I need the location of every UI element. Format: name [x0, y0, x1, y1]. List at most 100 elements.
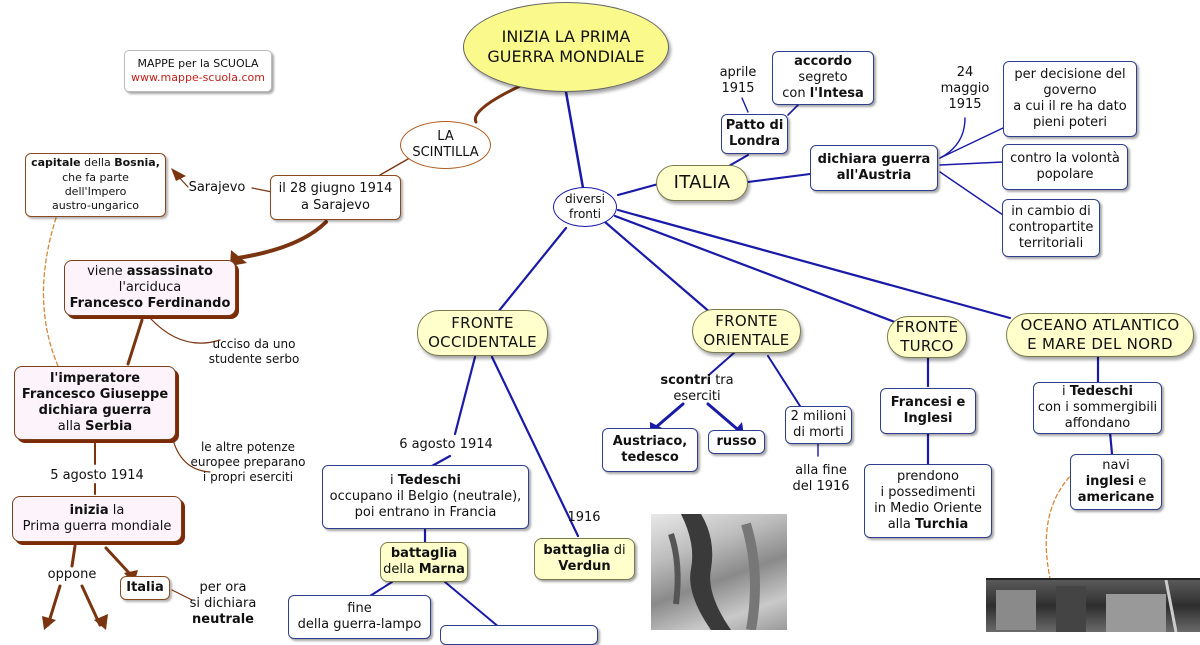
fronte-turco-pill: FRONTE TURCO: [887, 316, 967, 358]
assassinato-line-2: l'arciduca: [118, 279, 182, 295]
italia-small-node: Italia: [120, 576, 170, 600]
tedeschi-mare-node: i Tedeschi con i sommergibili affondano: [1033, 382, 1162, 434]
link-occ-verdun: [490, 355, 580, 538]
patto-node: Patto di Londra: [721, 114, 788, 154]
tedeschi-occ-node: i Tedeschi occupano il Belgio (neutrale)…: [322, 465, 529, 529]
ucciso-label: ucciso da uno studente serbo: [208, 337, 300, 366]
arrow-head-capital: [171, 168, 186, 181]
link-dichiara-volonta: [939, 161, 1004, 166]
capital-line-2: che fa parte: [62, 170, 129, 184]
partial-node: [440, 625, 598, 645]
date-line-1: il 28 giugno 1914: [278, 181, 393, 197]
title-line-2: GUERRA MONDIALE: [487, 47, 645, 66]
fronte-occidentale-pill: FRONTE OCCIDENTALE: [417, 310, 548, 356]
ship-photo: [986, 578, 1200, 632]
inizia-node: inizia la Prima guerra mondiale: [12, 496, 182, 542]
volonta-node: contro la volontà popolare: [1002, 144, 1128, 190]
capital-node: capitale della Bosnia, che fa parte dell…: [25, 153, 166, 217]
link-marna-right: [444, 581, 501, 629]
dashed-capital-imperatore: [42, 217, 59, 367]
link-inizia-oppone: [70, 544, 77, 568]
link-dichiara-decisione: [939, 127, 1004, 159]
link-assassinato-ucciso: [149, 317, 221, 344]
prendono-node: prendono i possedimenti in Medio Oriente…: [864, 464, 992, 538]
arrow-head-assassinato: [230, 250, 247, 266]
imperatore-line-1: l'imperatore: [49, 370, 141, 386]
link-tedeschi-navi: [1108, 430, 1114, 456]
altre-potenze-label: le altre potenze europee preparano i pro…: [190, 439, 306, 484]
scintilla-line-2: SCINTILLA: [412, 145, 479, 160]
milioni-node: 2 milioni di morti: [785, 406, 852, 444]
link-fronti-or: [603, 220, 714, 316]
year1916-label: 1916: [567, 509, 601, 525]
link-occ-agosto6: [453, 355, 477, 436]
imperatore-line-4: alla Serbia: [57, 419, 133, 435]
imperatore-line-2: Francesco Giuseppe: [21, 386, 169, 402]
title-node: INIZIA LA PRIMA GUERRA MONDIALE: [463, 2, 669, 92]
scintilla-line-1: LA: [437, 128, 454, 144]
link-or-milioni: [767, 355, 801, 407]
scontri-label: scontri tra eserciti: [660, 372, 734, 404]
link-marna-fine: [369, 581, 393, 597]
imperatore-line-3: dichiara guerra: [38, 403, 152, 418]
assassinato-node: viene assassinato l'arciduca Francesco F…: [64, 260, 236, 316]
capital-line-3: dell'Impero: [64, 185, 127, 198]
russo-node: russo: [708, 430, 765, 454]
maggio-label: 24 maggio 1915: [940, 64, 990, 113]
dichiara-austria-node: dichiara guerra all'Austria: [810, 145, 938, 191]
link-imperatore-altre: [171, 435, 211, 473]
fine1916-label: alla fine del 1916: [792, 462, 850, 494]
navi-node: navi inglesi e americane: [1070, 454, 1162, 510]
italia-pill: ITALIA: [656, 165, 748, 201]
link-fronti-turco: [613, 214, 902, 326]
link-fronti-italia: [616, 181, 664, 197]
link-fronti-occ: [496, 226, 568, 314]
link-patto-aprile: [741, 97, 749, 113]
link-oppone-right: [80, 584, 102, 627]
link-or-scontri: [709, 351, 736, 375]
link-fronti-oceano: [616, 208, 1012, 320]
imperatore-node: l'imperatore Francesco Giuseppe dichiara…: [14, 366, 176, 440]
link-italia-neutrale: [171, 589, 193, 601]
cambio-node: in cambio di contropartite territoriali: [1002, 199, 1100, 257]
agosto5-label: 5 agosto 1914: [50, 467, 144, 483]
link-title-fronti: [564, 90, 585, 190]
verdun-node: battaglia di Verdun: [534, 538, 635, 580]
date-line-2: a Sarajevo: [301, 197, 370, 213]
credit-box[interactable]: MAPPE per la SCUOLA www.mappe-scuola.com: [124, 50, 272, 92]
link-italia-dichiara: [747, 173, 811, 183]
oceano-pill: OCEANO ATLANTICO E MARE DEL NORD: [1006, 313, 1194, 357]
link-agosto6-tedeschi: [430, 454, 452, 468]
connector-lines: [42, 84, 1114, 630]
link-date-assassinato: [236, 220, 328, 260]
credit-line-1: MAPPE per la SCUOLA: [137, 57, 259, 71]
assassinato-line-1: viene assassinato: [87, 263, 213, 279]
inizia-line-1: inizia la: [69, 502, 125, 518]
arrow-head-right: [94, 614, 108, 630]
scintilla-node: LA SCINTILLA: [400, 121, 491, 169]
credit-link[interactable]: www.mappe-scuola.com: [131, 71, 265, 84]
link-assassinato-imperatore: [126, 318, 144, 366]
trench-photo-detail: [668, 514, 760, 630]
sarajevo-label: Sarajevo: [188, 179, 246, 195]
trench-photo: [651, 514, 787, 630]
link-date-sarajevo: [251, 187, 273, 193]
assassinato-line-3: Francesco Ferdinando: [69, 296, 231, 312]
arrow-head-left: [42, 616, 56, 630]
link-dichiara-cambio: [939, 171, 1004, 216]
francesi-node: Francesi e Inglesi: [880, 388, 976, 434]
title-line-1: INIZIA LA PRIMA: [501, 27, 631, 46]
marna-node: battaglia della Marna: [380, 542, 468, 582]
link-scontri-austriaco: [653, 402, 685, 430]
link-scontri-russo: [706, 402, 738, 430]
neutrale-label: per ora si dichiara neutrale: [189, 579, 257, 628]
fronte-orientale-pill: FRONTE ORIENTALE: [692, 309, 801, 353]
diversi-fronti-node: diversi fronti: [553, 187, 617, 227]
aprile-label: aprile 1915: [719, 64, 757, 96]
dashed-navi-photo: [1045, 471, 1075, 579]
inizia-line-2: Prima guerra mondiale: [22, 519, 172, 534]
oppone-label: oppone: [47, 566, 97, 582]
date-node: il 28 giugno 1914 a Sarajevo: [270, 175, 401, 220]
agosto6-label: 6 agosto 1914: [399, 436, 493, 452]
accordo-node: accordo segreto con l'Intesa: [772, 51, 874, 105]
